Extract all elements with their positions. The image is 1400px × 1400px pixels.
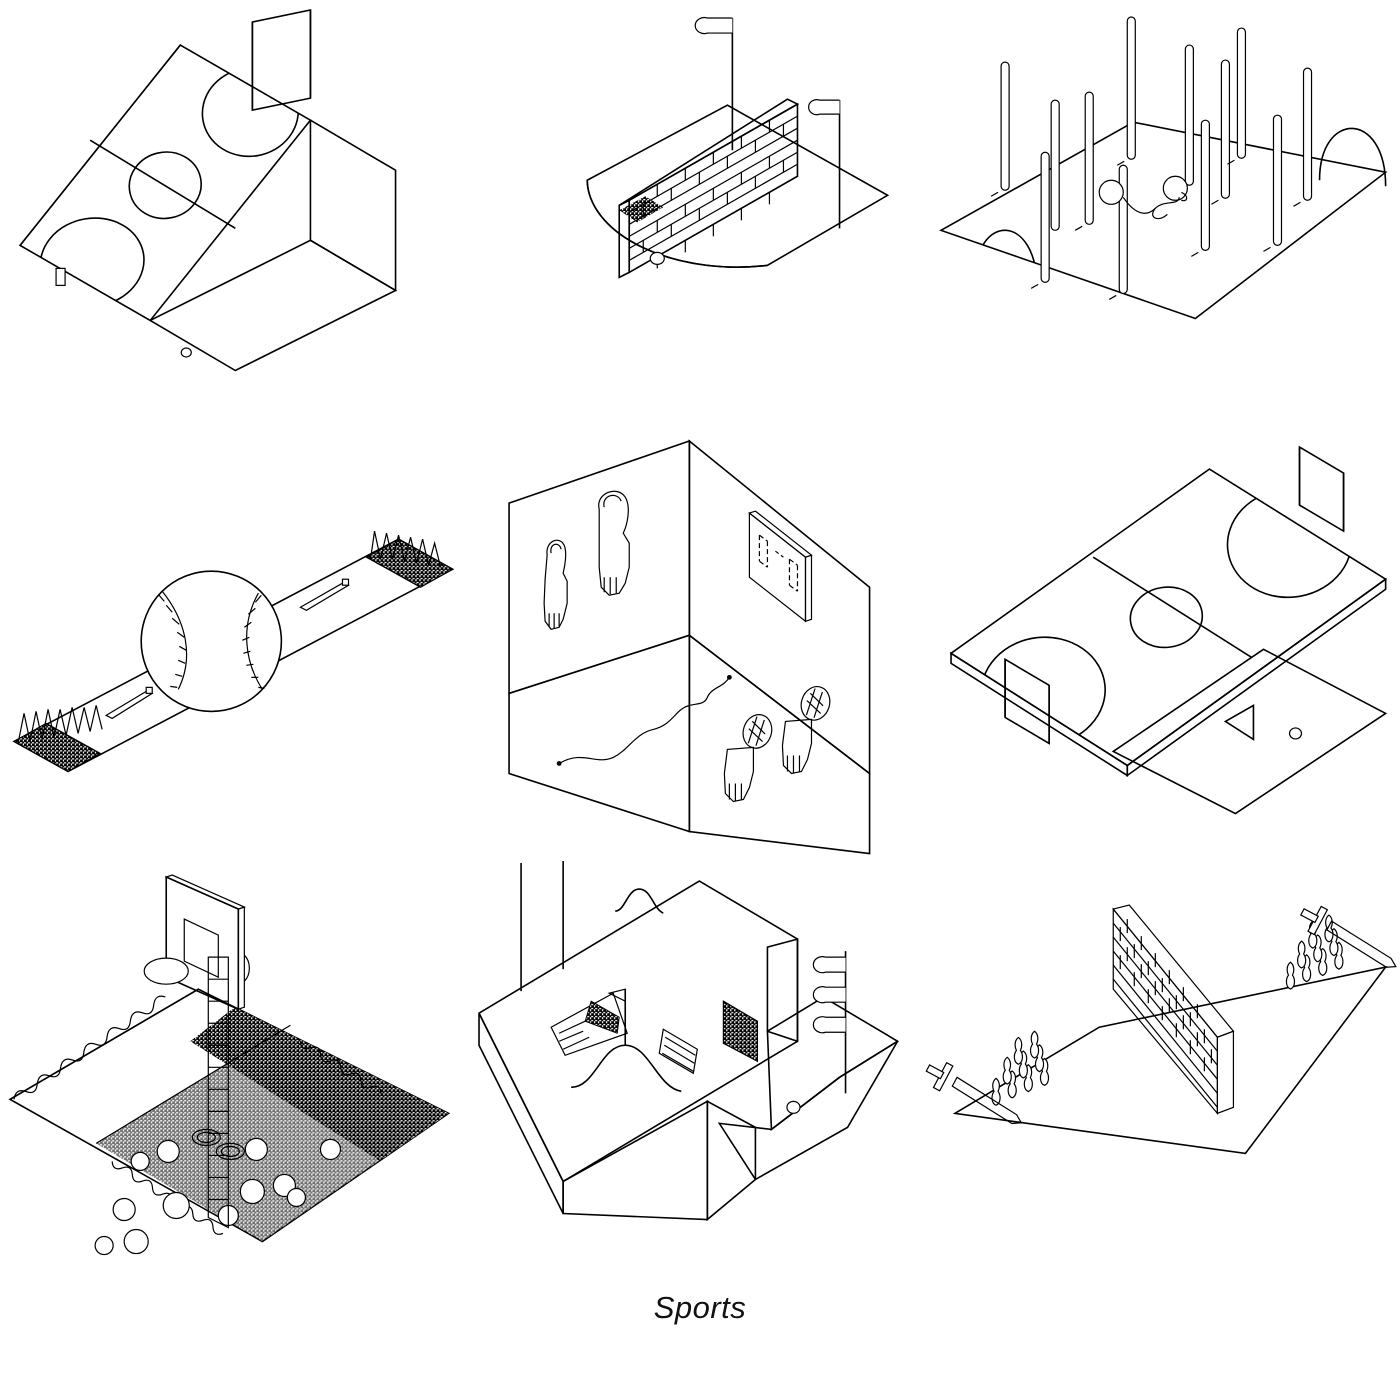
terrain-back-face xyxy=(766,938,798,1043)
golf-ball xyxy=(786,1100,801,1115)
wall-shadow xyxy=(618,196,663,223)
sword-far xyxy=(1300,905,1398,969)
panel-pole-field xyxy=(933,0,1400,431)
baseball xyxy=(140,570,283,712)
brick-wall xyxy=(618,98,799,279)
corner-wedge xyxy=(1224,703,1255,741)
water-ripple xyxy=(191,1128,245,1161)
bunker-left xyxy=(549,992,628,1057)
glove-racket-right xyxy=(781,685,831,774)
green-mound xyxy=(570,988,682,1093)
rope xyxy=(556,674,732,766)
panel-golf-terrain xyxy=(467,861,934,1292)
panel-baseball-strip xyxy=(0,431,467,862)
basketball-hoop-ring xyxy=(143,954,250,985)
grass-left xyxy=(17,704,103,744)
terrain-front-face-2 xyxy=(706,1100,756,1222)
scoreboard-panel xyxy=(747,510,813,623)
centre-circle xyxy=(1129,585,1204,648)
basketball-backboard xyxy=(164,874,247,1011)
bat-near xyxy=(104,686,154,719)
pitch-edge-2 xyxy=(1126,577,1387,777)
panel-grid xyxy=(0,0,1400,1292)
panel-brick-wall-green xyxy=(467,0,934,431)
pennant-pole xyxy=(812,951,846,1094)
goal-frame xyxy=(251,9,312,112)
water-wave-edge-2 xyxy=(299,1041,382,1094)
ball xyxy=(180,347,192,358)
ball xyxy=(1289,726,1303,740)
panel-glove-room xyxy=(467,431,934,862)
panel-pool-basketball xyxy=(0,861,467,1292)
grass-right xyxy=(369,530,442,567)
goal-near xyxy=(1004,657,1051,745)
water-wave-edge xyxy=(13,995,166,1100)
hoop-pole xyxy=(207,956,229,1229)
flag-pole-tall xyxy=(694,16,733,151)
centre-circle xyxy=(128,151,202,220)
dark-ground-slab xyxy=(1112,647,1388,815)
terrain-side-face xyxy=(477,1013,564,1215)
panel-bowling-lane-wall xyxy=(925,861,1400,1292)
pitch-surface xyxy=(949,467,1388,767)
flag-pole-short xyxy=(807,99,840,229)
halfway-line xyxy=(89,139,236,230)
poles-group xyxy=(991,16,1313,300)
tethered-balls xyxy=(1098,175,1189,220)
golf-ball xyxy=(649,251,665,265)
arch-goal-front xyxy=(974,229,1039,289)
halfway-line xyxy=(1093,556,1253,658)
bat-far xyxy=(299,578,350,611)
pole-field-ground xyxy=(939,121,1388,320)
glove-wall-left-small xyxy=(543,539,568,630)
page-caption: Sports xyxy=(653,1290,747,1325)
ridge-mound xyxy=(614,888,664,915)
goal-far xyxy=(1299,445,1345,533)
bunker-right xyxy=(722,1000,758,1063)
penalty-arc-far xyxy=(1227,487,1353,598)
floating-balls xyxy=(94,1138,342,1256)
glove-racket-left xyxy=(723,713,773,802)
dividing-brick-wall xyxy=(1112,904,1235,1116)
pool-surface xyxy=(8,988,451,1243)
panel-floating-pitch xyxy=(933,431,1400,862)
arch-goal-back xyxy=(1319,127,1387,187)
glove-wall-left-large xyxy=(597,490,630,596)
goal-posts xyxy=(519,861,564,992)
stairs xyxy=(658,1028,698,1075)
sword-near xyxy=(925,1062,1023,1125)
pitch-right-face xyxy=(148,118,398,372)
panel-soccer-pitch-folded xyxy=(0,0,467,431)
goal-mouth-small xyxy=(55,267,66,287)
bowling-pins-near xyxy=(991,1030,1050,1107)
terrain-front-face xyxy=(561,1100,708,1221)
